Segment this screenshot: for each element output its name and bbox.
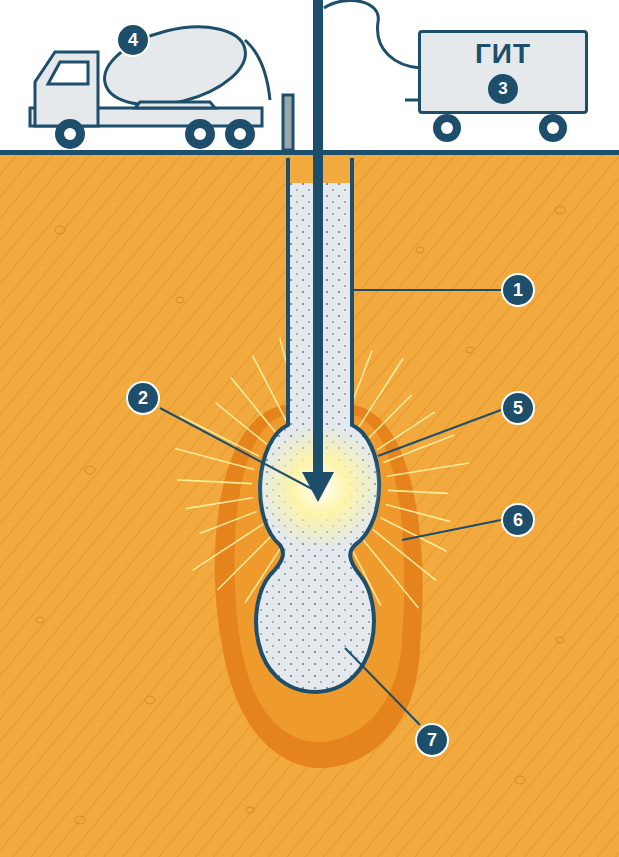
discharge-ray bbox=[216, 403, 267, 444]
callout-number: 7 bbox=[415, 723, 449, 757]
callout-number: 5 bbox=[501, 391, 535, 425]
concrete-mixer-truck bbox=[30, 14, 293, 150]
callout-number: 1 bbox=[501, 273, 535, 307]
callout-number: 2 bbox=[126, 381, 160, 415]
callout-number: 3 bbox=[488, 74, 518, 104]
discharge-ray bbox=[200, 512, 257, 534]
discharge-ray bbox=[180, 416, 259, 456]
discharge-ray bbox=[177, 480, 252, 484]
ground-surface bbox=[0, 150, 619, 155]
electrode bbox=[313, 0, 323, 476]
node-title: ГИТ bbox=[475, 39, 531, 70]
generator-box: ГИТ 3 bbox=[418, 30, 588, 114]
cable bbox=[324, 0, 420, 68]
discharge-ray bbox=[387, 463, 469, 476]
soil bbox=[0, 152, 619, 857]
discharge-ray bbox=[193, 524, 263, 570]
discharge-ray bbox=[386, 504, 451, 521]
discharge-ray bbox=[381, 518, 447, 551]
discharge-ray bbox=[357, 358, 403, 429]
discharge-ray bbox=[383, 435, 454, 462]
discharge-ray bbox=[252, 355, 288, 426]
discharge-ray bbox=[186, 498, 253, 509]
truck-wheels bbox=[55, 119, 255, 149]
callout-number: 4 bbox=[116, 23, 150, 57]
discharge-ray bbox=[373, 530, 436, 581]
discharge-ray bbox=[377, 412, 435, 450]
discharge-ray bbox=[388, 490, 448, 493]
leader-lines bbox=[160, 290, 501, 725]
callout-number: 6 bbox=[501, 503, 535, 537]
discharge-ray bbox=[231, 378, 277, 435]
